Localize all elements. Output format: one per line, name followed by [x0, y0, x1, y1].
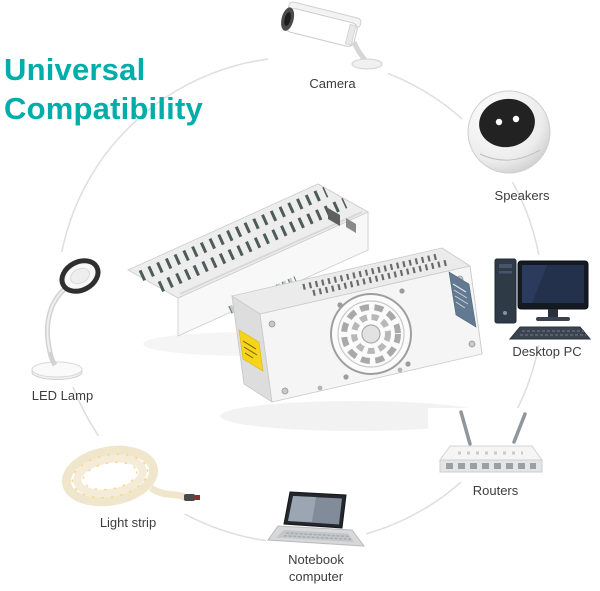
power-supply-rear-unit	[127, 183, 369, 337]
spec-label-sticker	[448, 271, 477, 328]
page-title: Universal Compatibility	[4, 50, 203, 128]
light-strip-icon	[48, 436, 203, 514]
led-lamp-label: LED Lamp	[31, 388, 94, 403]
fan-grille	[330, 288, 412, 380]
speakers-label: Speakers	[494, 188, 550, 203]
power-supply-front-unit	[230, 247, 483, 403]
notebook-icon	[266, 490, 366, 552]
routers-label: Routers	[472, 483, 519, 498]
warning-sticker	[238, 329, 264, 372]
router-icon	[428, 408, 558, 482]
light-strip-label: Light strip	[99, 515, 157, 530]
notebook-label: Notebook computer	[288, 552, 344, 584]
speaker-icon	[462, 82, 557, 182]
desktop-pc-icon	[492, 255, 596, 345]
page-title-line2: Compatibility	[4, 91, 203, 127]
camera-icon	[268, 0, 388, 74]
psu-shadow	[220, 401, 490, 431]
led-lamp-icon	[20, 252, 115, 387]
camera-label: Camera	[309, 76, 356, 91]
desktop-pc-label: Desktop PC	[512, 344, 582, 359]
page-title-line1: Universal	[4, 52, 146, 87]
